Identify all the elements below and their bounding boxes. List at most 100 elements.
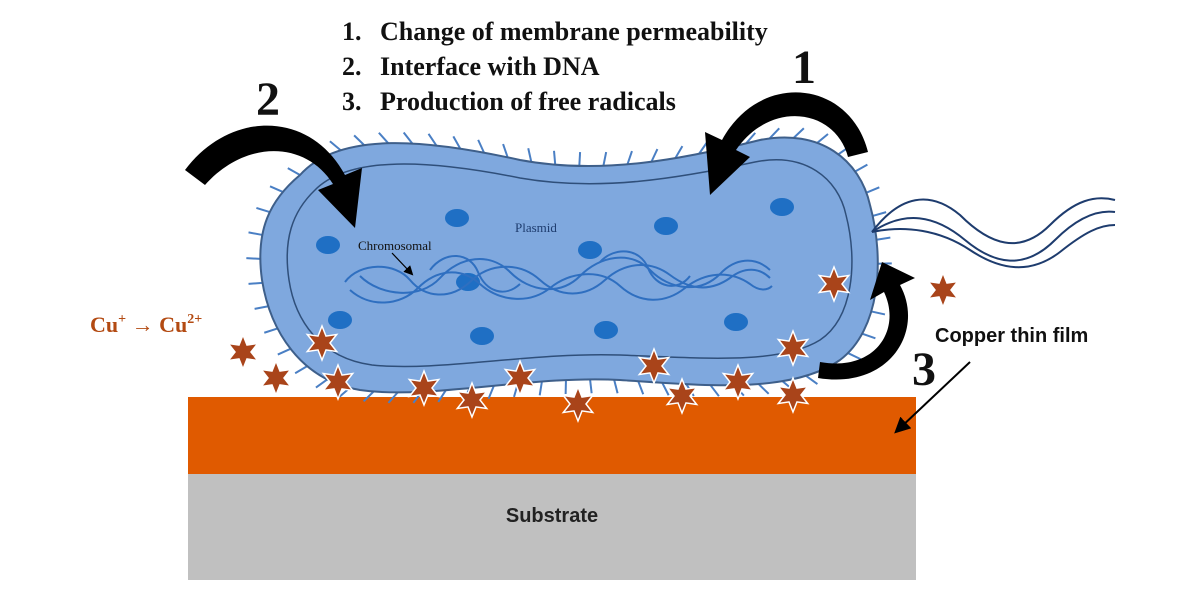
pilus bbox=[538, 381, 543, 396]
pilus bbox=[674, 145, 684, 159]
pilus bbox=[602, 151, 608, 167]
step-number-1: 1 bbox=[792, 41, 816, 94]
pilus bbox=[269, 185, 284, 193]
plasmid-label: Plasmid bbox=[515, 220, 557, 235]
granule bbox=[654, 217, 678, 235]
pilus bbox=[427, 133, 438, 147]
copper-ion-star-icon bbox=[259, 358, 293, 398]
granule bbox=[578, 241, 602, 259]
pilus bbox=[362, 390, 375, 403]
copper-ions bbox=[226, 264, 960, 424]
pilus bbox=[805, 375, 818, 385]
mechanism-item: 3.Production of free radicals bbox=[342, 87, 676, 116]
granule bbox=[445, 209, 469, 227]
granule bbox=[470, 327, 494, 345]
arrow-1-icon bbox=[705, 92, 868, 195]
pilus bbox=[437, 389, 447, 403]
pilus bbox=[876, 236, 891, 241]
pilus bbox=[287, 167, 301, 176]
copper-ion-star-icon bbox=[637, 346, 671, 386]
pilus bbox=[553, 150, 557, 165]
copper-film-layer bbox=[188, 397, 916, 474]
film-pointer-arrow bbox=[894, 361, 971, 434]
copper-ion-star-icon bbox=[776, 328, 810, 368]
pilus bbox=[254, 305, 269, 310]
mechanism-item: 2.Interface with DNA bbox=[342, 52, 600, 81]
granule bbox=[328, 311, 352, 329]
arrow-2-icon bbox=[185, 125, 362, 228]
mechanism-arrows bbox=[185, 92, 915, 380]
pilus bbox=[861, 332, 876, 340]
pilus bbox=[613, 379, 619, 394]
pilus bbox=[757, 383, 770, 395]
pilus bbox=[709, 384, 720, 397]
pilus bbox=[872, 211, 887, 217]
pilus bbox=[487, 385, 495, 400]
pilus bbox=[816, 133, 829, 144]
copper-ion-star-icon bbox=[503, 358, 537, 398]
pilus bbox=[263, 327, 278, 334]
chromosomal-dna bbox=[344, 250, 773, 304]
pilus bbox=[315, 378, 328, 389]
pilus bbox=[477, 139, 485, 154]
pilus bbox=[847, 352, 862, 361]
chromosomal-pointer bbox=[391, 252, 414, 276]
granule bbox=[770, 198, 794, 216]
pilus bbox=[698, 141, 708, 155]
pilus bbox=[246, 257, 261, 260]
pilus bbox=[768, 127, 780, 140]
pilus bbox=[387, 391, 399, 404]
pilus bbox=[402, 131, 414, 145]
granule bbox=[316, 236, 340, 254]
pilus bbox=[353, 134, 365, 146]
substrate-label: Substrate bbox=[505, 505, 599, 527]
copper-ion-star-icon bbox=[455, 380, 489, 420]
pilus bbox=[277, 347, 291, 356]
copper-ion-star-icon bbox=[407, 368, 441, 408]
copper-ion-star-icon bbox=[226, 332, 260, 372]
mechanism-list: 1.Change of membrane permeability 2.Inte… bbox=[342, 14, 768, 119]
pilus bbox=[589, 379, 593, 394]
pilus bbox=[256, 206, 271, 214]
copper-ion-star-icon bbox=[721, 362, 755, 402]
pilus bbox=[626, 150, 633, 165]
pilus bbox=[502, 143, 509, 158]
copper-ion-star-icon bbox=[817, 264, 851, 304]
granule bbox=[594, 321, 618, 339]
pilus bbox=[248, 231, 263, 236]
pilus bbox=[745, 132, 757, 145]
chromosomal-label: Chromosomal bbox=[358, 238, 432, 253]
pilus bbox=[661, 382, 670, 396]
pilus bbox=[248, 281, 263, 285]
granule bbox=[724, 313, 748, 331]
substrate-layer bbox=[188, 474, 916, 580]
copper-ion-star-icon bbox=[561, 384, 595, 424]
copper-ion-star-icon bbox=[776, 375, 810, 415]
copper-ion-reaction-label: Cu+ → Cu2+ bbox=[90, 312, 203, 337]
pilus bbox=[866, 186, 880, 194]
pilus bbox=[854, 163, 868, 173]
pilus bbox=[792, 127, 805, 139]
mechanism-item: 1.Change of membrane permeability bbox=[342, 17, 768, 46]
pilus bbox=[871, 310, 886, 316]
bacterial-cell bbox=[259, 136, 879, 394]
pilus bbox=[578, 151, 582, 167]
cell-granules bbox=[316, 198, 794, 345]
flagellum bbox=[871, 197, 1116, 269]
copper-ion-star-icon bbox=[321, 362, 355, 402]
pilus bbox=[378, 132, 389, 144]
arrow-3-icon bbox=[818, 262, 915, 380]
step-number-2: 2 bbox=[256, 73, 280, 126]
pilus bbox=[650, 148, 659, 163]
pilus bbox=[294, 365, 308, 375]
pilus bbox=[329, 140, 342, 151]
copper-ion-star-icon bbox=[305, 323, 339, 363]
pilus bbox=[527, 148, 533, 163]
copper-ion-star-icon bbox=[926, 270, 960, 310]
pilus bbox=[637, 380, 645, 395]
copper-ion-star-icon bbox=[665, 376, 699, 416]
pilus bbox=[452, 135, 462, 150]
step-number-3: 3 bbox=[912, 343, 936, 396]
copper-thin-film-label: Copper thin film bbox=[935, 325, 1089, 347]
